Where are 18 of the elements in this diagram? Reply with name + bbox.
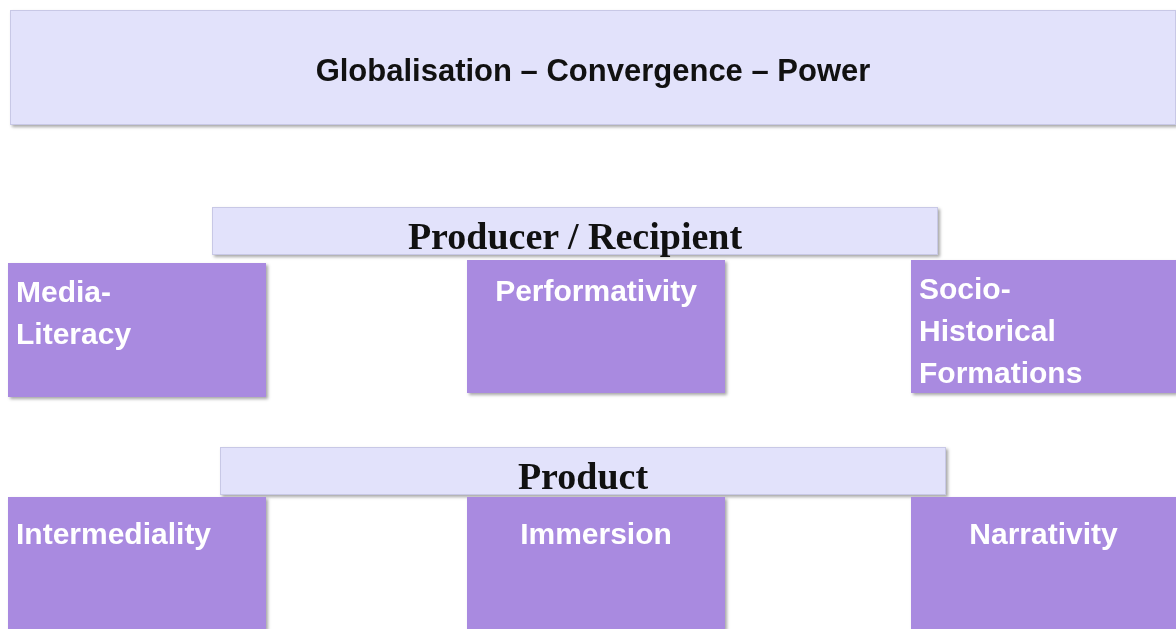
category-banner [212, 207, 938, 255]
concept-label: Narrativity [969, 516, 1118, 552]
concept-box [8, 497, 266, 629]
concept-box [911, 260, 1176, 393]
concept-box [467, 260, 725, 393]
category-heading: Product [517, 454, 649, 499]
category-banner [220, 447, 946, 495]
concept-label: Intermediality [16, 516, 212, 552]
concept-label: Media-Literacy [16, 274, 133, 352]
banner-title: Globalisation – Convergence – Power [315, 52, 871, 90]
concept-box [911, 497, 1176, 629]
title-banner [10, 10, 1176, 125]
category-heading: Producer / Recipient [407, 214, 743, 259]
concept-box [467, 497, 725, 629]
concept-label: Socio-Historical Formations [919, 271, 1084, 391]
concept-label: Immersion [520, 516, 672, 552]
concept-label: Performativity [495, 273, 697, 309]
concept-box [8, 263, 266, 397]
